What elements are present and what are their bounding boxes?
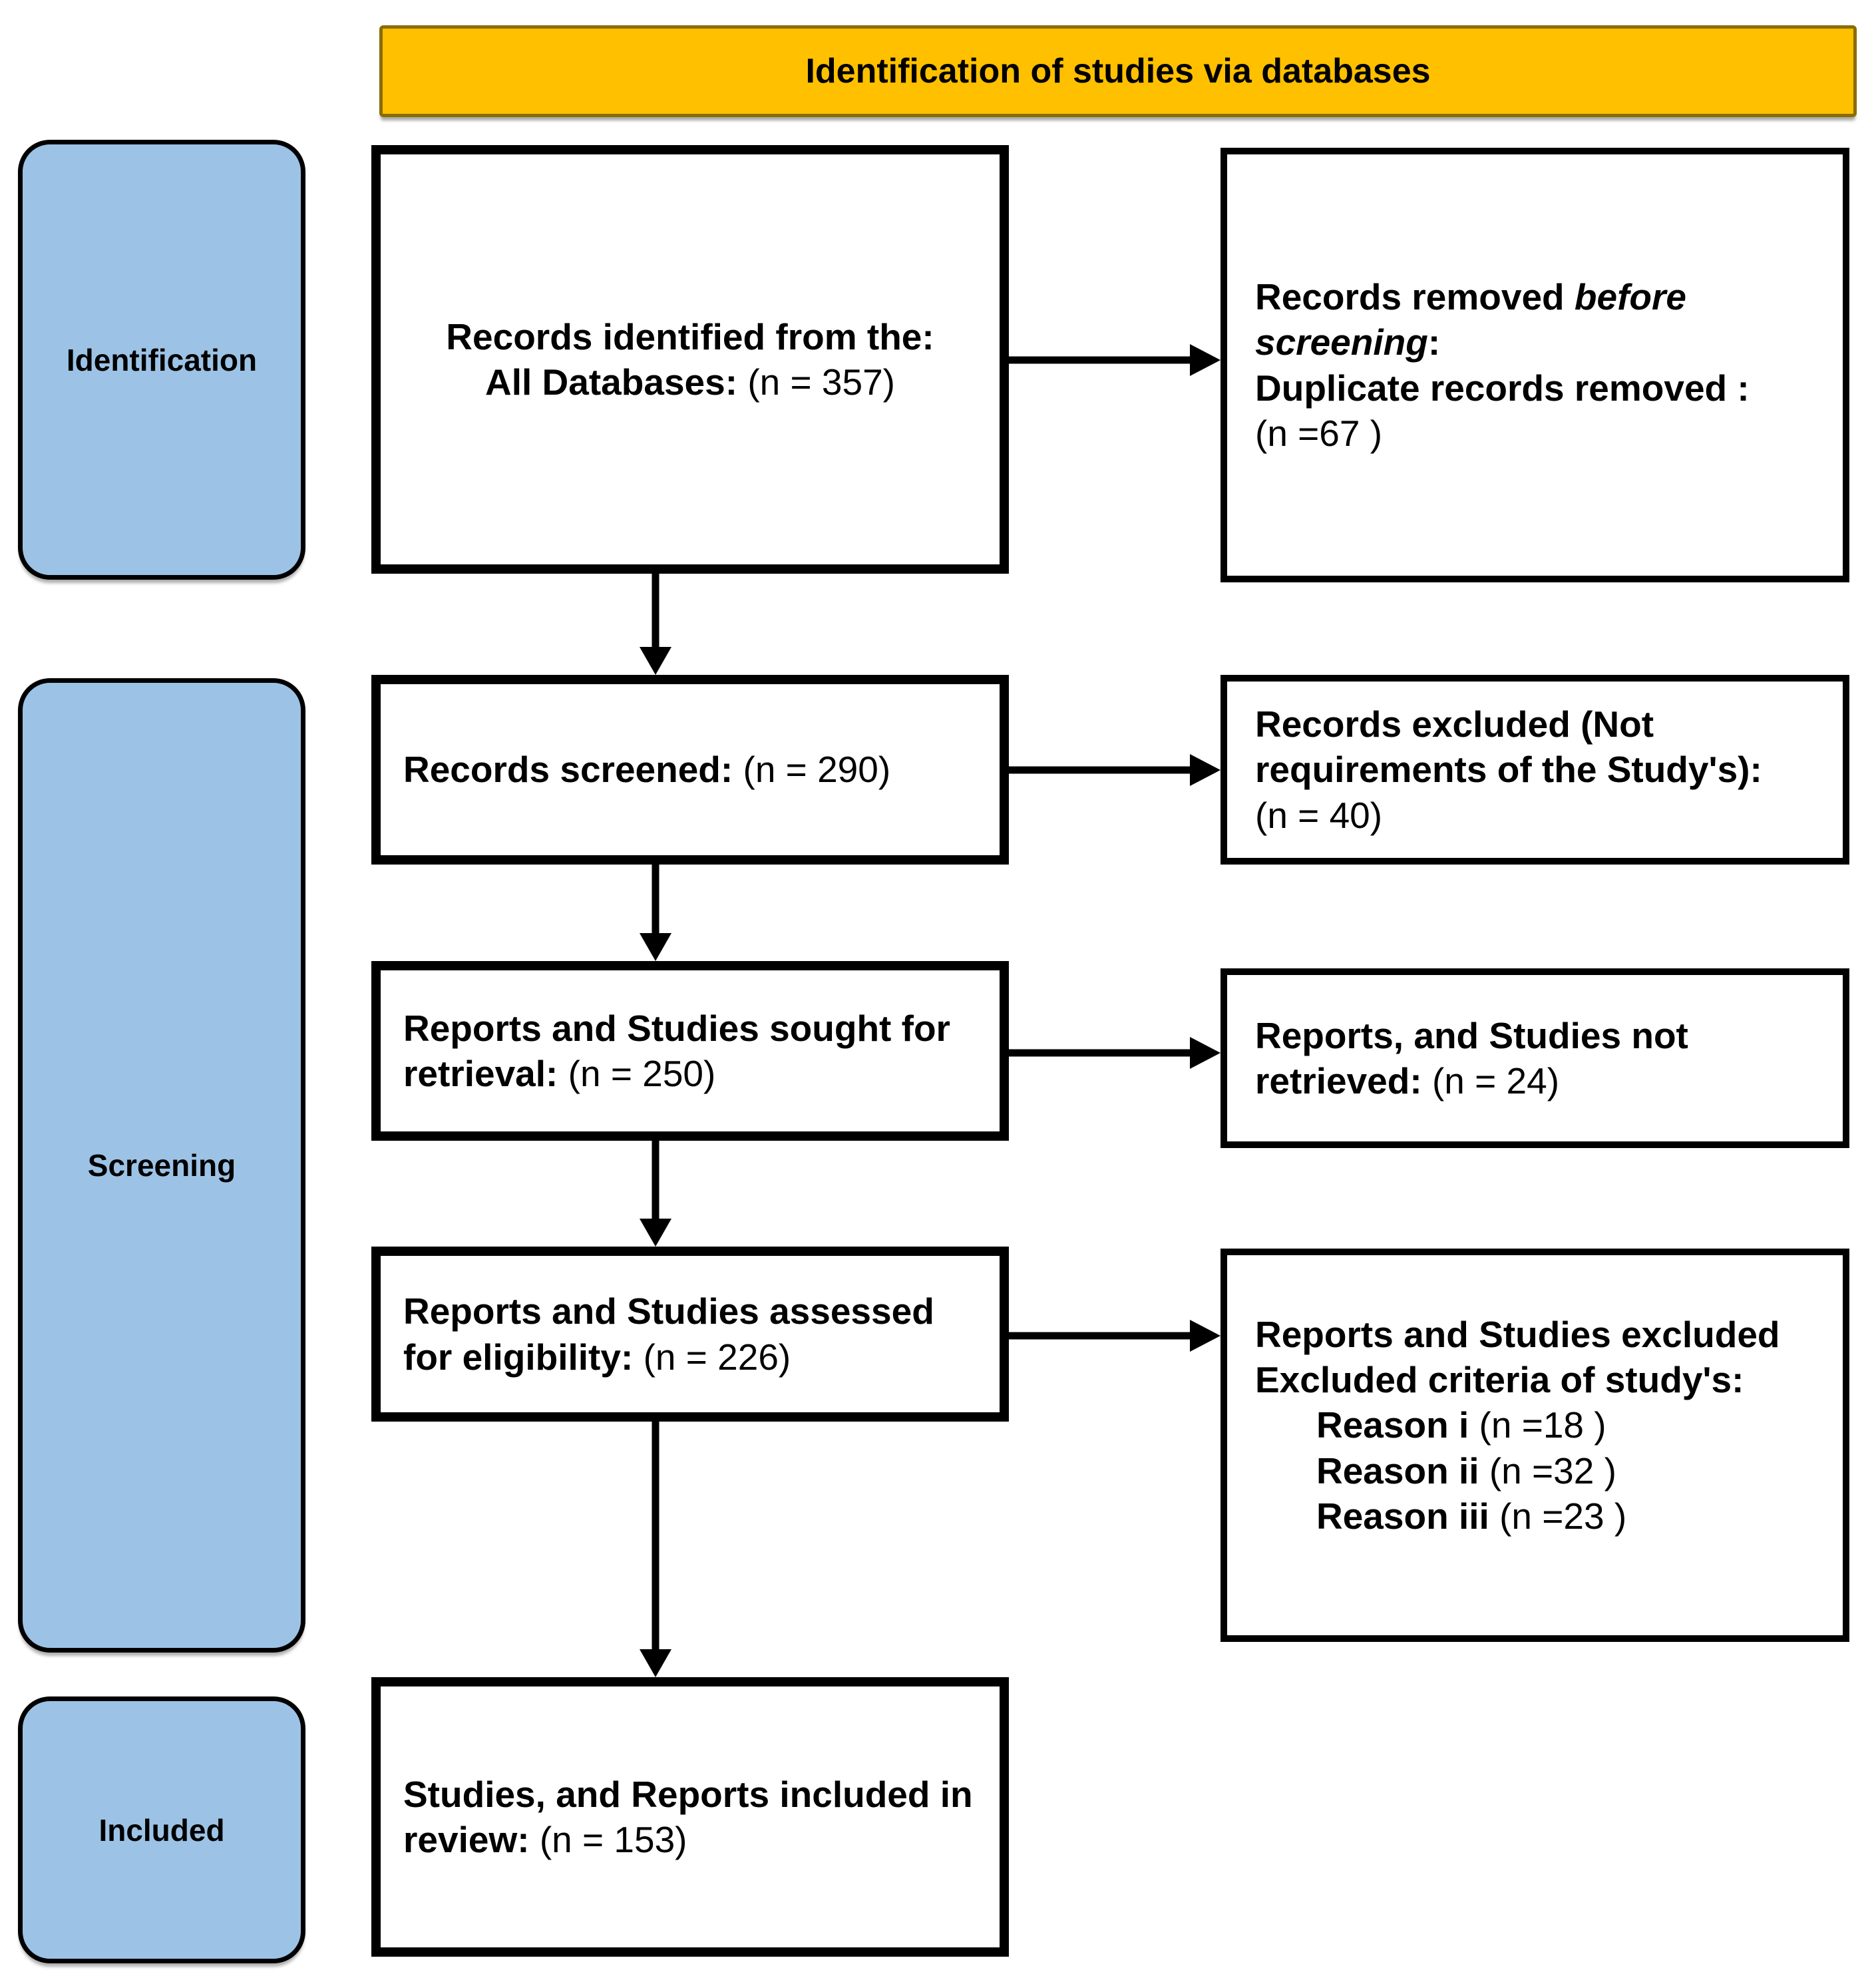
records-removed-line1: Records removed before screening: xyxy=(1255,276,1687,363)
stage-screening-label: Screening xyxy=(87,1148,236,1183)
reports-not-retrieved-count: (n = 24) xyxy=(1431,1060,1560,1101)
box-records-removed: Records removed before screening: Duplic… xyxy=(1220,148,1849,582)
records-excluded-count: (n = 40) xyxy=(1255,794,1383,836)
records-removed-line2: Duplicate records removed : xyxy=(1255,367,1750,409)
reports-sought-text: Reports and Studies sought for retrieval… xyxy=(403,1007,950,1094)
banner-title: Identification of studies via databases xyxy=(805,52,1431,91)
box-records-identified: Records identified from the: All Databas… xyxy=(371,145,1009,574)
box-reports-assessed: Reports and Studies assessed for eligibi… xyxy=(371,1247,1009,1422)
arrow-assessed-to-included xyxy=(640,1422,671,1677)
exclusion-reason-2: Reason ii (n =32 ) xyxy=(1316,1450,1616,1491)
stage-screening: Screening xyxy=(18,678,305,1653)
studies-included-text: Studies, and Reports included in review:… xyxy=(403,1773,973,1860)
stage-identification: Identification xyxy=(18,140,305,580)
records-identified-count: (n = 357) xyxy=(747,361,895,403)
records-identified-line1: Records identified from the: xyxy=(446,315,934,357)
reports-assessed-text: Reports and Studies assessed for eligibi… xyxy=(403,1290,934,1378)
exclusion-reason-2-count: (n =32 ) xyxy=(1489,1450,1616,1491)
reports-sought-count: (n = 250) xyxy=(568,1053,716,1094)
exclusion-reason-1-count: (n =18 ) xyxy=(1479,1404,1606,1446)
records-screened-count: (n = 290) xyxy=(743,749,891,791)
arrow-assessed-to-excludedreasons xyxy=(1009,1320,1220,1352)
arrow-identified-to-removed xyxy=(1009,344,1220,376)
box-studies-included: Studies, and Reports included in review:… xyxy=(371,1677,1009,1957)
reports-excluded-title: Reports and Studies excluded xyxy=(1255,1314,1780,1355)
box-records-screened: Records screened: (n = 290) xyxy=(371,675,1009,865)
exclusion-reason-3: Reason iii (n =23 ) xyxy=(1316,1495,1627,1537)
box-reports-sought: Reports and Studies sought for retrieval… xyxy=(371,961,1009,1141)
arrow-sought-to-notretrieved xyxy=(1009,1037,1220,1069)
stage-identification-label: Identification xyxy=(66,342,258,377)
records-identified-line2: All Databases: (n = 357) xyxy=(485,361,895,403)
box-reports-not-retrieved: Reports, and Studies not retrieved: (n =… xyxy=(1220,968,1849,1148)
arrow-screened-to-sought xyxy=(640,865,671,961)
records-removed-italic: before screening xyxy=(1255,276,1687,363)
exclusion-reason-3-count: (n =23 ) xyxy=(1499,1495,1627,1537)
box-reports-excluded: Reports and Studies excluded Excluded cr… xyxy=(1220,1249,1849,1642)
banner: Identification of studies via databases xyxy=(379,25,1857,117)
arrow-screened-to-excluded xyxy=(1009,754,1220,786)
reports-excluded-subtitle: Excluded criteria of study's: xyxy=(1255,1359,1744,1401)
records-removed-count: (n =67 ) xyxy=(1255,412,1383,454)
stage-included: Included xyxy=(18,1696,305,1963)
reports-assessed-count: (n = 226) xyxy=(643,1336,791,1378)
records-excluded-text: Records excluded (Not requirements of th… xyxy=(1255,703,1762,791)
studies-included-count: (n = 153) xyxy=(539,1819,687,1860)
exclusion-reason-1: Reason i (n =18 ) xyxy=(1316,1404,1606,1446)
arrow-identified-to-screened xyxy=(640,574,671,675)
records-screened-text: Records screened: (n = 290) xyxy=(403,749,891,791)
stage-included-label: Included xyxy=(98,1812,225,1848)
arrow-sought-to-assessed xyxy=(640,1141,671,1247)
box-records-excluded: Records excluded (Not requirements of th… xyxy=(1220,675,1849,865)
reports-not-retrieved-text: Reports, and Studies not retrieved: (n =… xyxy=(1255,1014,1688,1101)
